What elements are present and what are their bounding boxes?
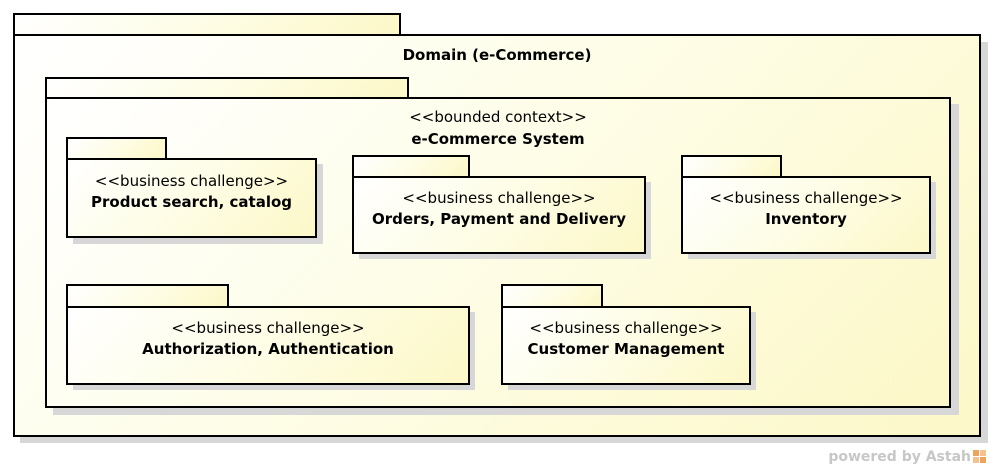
challenge-stereotype: <<business challenge>> — [94, 172, 289, 190]
challenge-product-search[interactable]: <<business challenge>> Product search, c… — [66, 158, 317, 238]
challenge-stereotype: <<business challenge>> — [171, 319, 365, 337]
challenge-product-search-tab[interactable] — [66, 137, 167, 160]
watermark-text: powered by Astah — [828, 449, 971, 465]
challenge-stereotype: <<business challenge>> — [402, 189, 596, 207]
challenge-inventory[interactable]: <<business challenge>> Inventory — [681, 176, 931, 254]
challenge-authorization-tab[interactable] — [66, 284, 229, 308]
astah-watermark: powered by Astah — [828, 449, 987, 465]
challenge-inventory-tab[interactable] — [681, 155, 782, 178]
bounded-context-tab[interactable] — [45, 77, 409, 99]
challenge-name: Customer Management — [527, 340, 725, 358]
domain-package-name: Domain (e-Commerce) — [402, 46, 592, 64]
bounded-context-stereotype: <<bounded context>> — [409, 108, 587, 126]
challenge-customer-tab[interactable] — [501, 284, 603, 308]
challenge-name: Authorization, Authentication — [142, 340, 394, 358]
challenge-orders[interactable]: <<business challenge>> Orders, Payment a… — [352, 176, 646, 254]
challenge-name: Inventory — [765, 210, 847, 228]
bounded-context-name: e-Commerce System — [411, 130, 585, 148]
astah-logo-icon — [973, 450, 987, 464]
challenge-orders-tab[interactable] — [352, 155, 470, 178]
challenge-authorization[interactable]: <<business challenge>> Authorization, Au… — [66, 306, 470, 385]
challenge-stereotype: <<business challenge>> — [709, 189, 903, 207]
domain-package-tab[interactable] — [13, 13, 401, 36]
challenge-name: Product search, catalog — [91, 193, 292, 211]
challenge-stereotype: <<business challenge>> — [529, 319, 723, 337]
challenge-customer[interactable]: <<business challenge>> Customer Manageme… — [501, 306, 751, 385]
challenge-name: Orders, Payment and Delivery — [371, 210, 626, 228]
